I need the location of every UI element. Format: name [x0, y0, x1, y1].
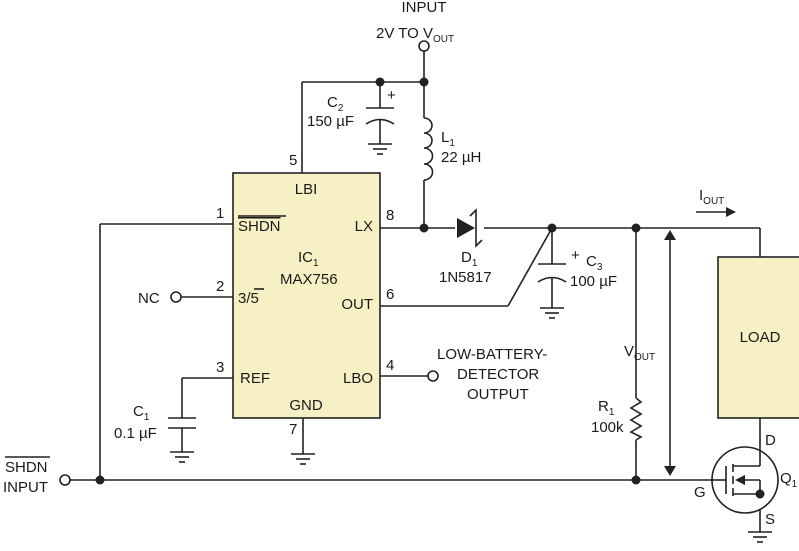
- resistor-symbol: [629, 397, 643, 441]
- pin-sel-label: 3/5: [238, 290, 259, 307]
- c3-polarity: +: [571, 247, 580, 264]
- pin-3-number: 3: [216, 359, 224, 376]
- nc-label: NC: [138, 290, 160, 307]
- pin-6-number: 6: [386, 286, 394, 303]
- c3-value: 100 µF: [570, 273, 617, 290]
- pin-shdn-label: SHDN: [238, 218, 281, 235]
- pin-gnd-label: GND: [289, 397, 323, 414]
- d1-part: 1N5817: [439, 269, 492, 286]
- open-terminals: [59, 40, 439, 486]
- junction-dots: [95, 77, 765, 499]
- ic-ref-label: IC1: [298, 249, 319, 269]
- l1-value: 22 µH: [441, 149, 481, 166]
- ground-icon: [291, 453, 315, 465]
- q1-label: Q1: [780, 470, 798, 490]
- iout-arrow: [696, 207, 736, 217]
- load-label: LOAD: [740, 329, 781, 346]
- load-box: [717, 256, 799, 419]
- d1-label: D1: [461, 249, 478, 269]
- pin-5-number: 5: [289, 152, 297, 169]
- wires: [70, 46, 761, 532]
- r1-value: 100k: [591, 419, 624, 436]
- shdn-input-line2: INPUT: [3, 479, 48, 496]
- pin-lx-label: LX: [355, 218, 373, 235]
- shdn-input-line1: SHDN: [5, 459, 48, 476]
- ic-body: [232, 172, 381, 419]
- q1-drain-label: D: [765, 432, 776, 449]
- ground-icon: [748, 531, 772, 543]
- iout-label: IOUT: [699, 187, 724, 207]
- lbo-output-line2: DETECTOR: [457, 366, 539, 383]
- capacitor-c1-symbol: [168, 417, 196, 463]
- pin-ref-label: REF: [240, 370, 270, 387]
- pin-4-number: 4: [386, 357, 394, 374]
- pin-2-number: 2: [216, 278, 224, 295]
- inductor-symbol: [423, 117, 434, 181]
- vout-arrow: [664, 230, 676, 476]
- lbo-output-line1: LOW-BATTERY-: [437, 346, 547, 363]
- c2-value: 150 µF: [307, 113, 354, 130]
- pin-out-label: OUT: [341, 296, 373, 313]
- pin-8-number: 8: [386, 207, 394, 224]
- schottky-diode-symbol: [457, 208, 483, 248]
- r1-label: R1: [598, 398, 615, 418]
- input-range: 2V TO VOUT: [376, 25, 454, 45]
- c3-label: C3: [586, 253, 603, 273]
- c1-value: 0.1 µF: [114, 425, 157, 442]
- pin-1-number: 1: [216, 205, 224, 222]
- l1-label: L1: [441, 129, 455, 149]
- pin-lbo-label: LBO: [343, 370, 373, 387]
- pin-lbi-label: LBI: [295, 181, 318, 198]
- mosfet-q1-symbol: [710, 446, 779, 514]
- c2-polarity: +: [387, 87, 396, 104]
- input-title: INPUT: [402, 0, 447, 16]
- c1-label: C1: [133, 403, 150, 423]
- c2-label: C2: [327, 94, 344, 114]
- vout-label: VOUT: [624, 343, 655, 363]
- q1-source-label: S: [765, 511, 775, 528]
- capacitor-c3-symbol: [537, 263, 567, 319]
- lbo-output-line3: OUTPUT: [467, 386, 529, 403]
- ic-part-label: MAX756: [280, 271, 338, 288]
- capacitor-c2-symbol: [365, 107, 395, 155]
- pin-7-number: 7: [289, 421, 297, 438]
- q1-gate-label: G: [694, 484, 706, 501]
